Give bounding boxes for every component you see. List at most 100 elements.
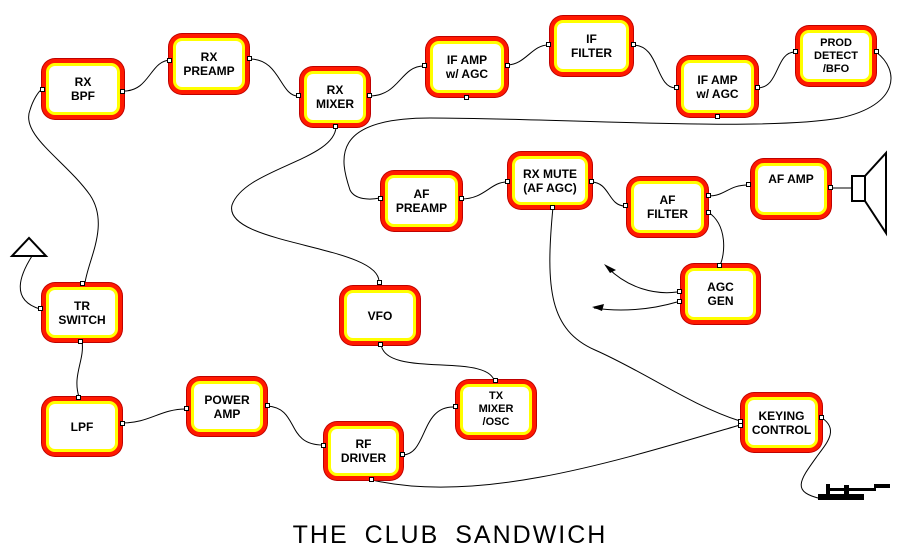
vfo-block: VFO — [344, 290, 416, 341]
rx-mute-line-2: (AF AGC) — [523, 180, 577, 195]
tx-mixer-line-2: MIXER — [478, 403, 514, 415]
port-rx-mixer-out — [367, 93, 372, 98]
port-vfo-bottom — [378, 342, 383, 347]
tx-mixer-line-1: TX — [488, 390, 504, 402]
port-af-amp-out — [828, 185, 833, 190]
port-if-amp-2-in — [674, 85, 679, 90]
port-agc-gen-out-2 — [677, 299, 682, 304]
port-rx-mixer-lo — [333, 124, 338, 129]
tr-switch-block: TR SWITCH — [46, 287, 118, 338]
speaker-icon — [851, 150, 887, 237]
if-amp-2-line-1: IF AMP — [697, 72, 738, 87]
diagram-title: THE CLUB SANDWICH — [292, 521, 608, 549]
port-tr-switch-top — [80, 281, 85, 286]
port-prod-detect-out — [874, 49, 879, 54]
wire-tr-to-lpf — [76, 340, 83, 398]
wire-antenna-to-tr — [19, 255, 41, 310]
af-filter-line-1: AF — [659, 193, 676, 207]
port-if-amp-2-agc — [715, 114, 720, 119]
if-filter-block: IF FILTER — [554, 20, 629, 72]
port-tr-switch-bottom — [78, 339, 83, 344]
rx-mute-line-1: RX MUTE — [523, 166, 577, 181]
port-if-filter-in — [546, 42, 551, 47]
port-rx-bpf-out — [120, 89, 125, 94]
port-rf-driver-out — [400, 452, 405, 457]
wire-afpreamp-to-rxmute — [460, 181, 508, 200]
if-filter-line-2: FILTER — [570, 46, 613, 60]
wire-preamp-to-mixer — [249, 58, 299, 97]
wire-mixer-to-vfo — [231, 124, 380, 283]
if-amp-agc-block-1: IF AMP w/ AGC — [430, 41, 504, 93]
port-rf-driver-key — [369, 477, 374, 482]
lpf-block: LPF — [46, 401, 118, 452]
port-tr-switch-ant — [38, 306, 43, 311]
if-amp-agc-block-2: IF AMP w/ AGC — [681, 60, 754, 113]
wire-tr-to-bpf — [28, 88, 99, 284]
wire-rfdriver-to-txmixer — [401, 406, 456, 456]
rx-preamp-block: RX PREAMP — [173, 38, 245, 90]
prod-detect-line-3: /BFO — [822, 62, 850, 75]
port-af-preamp-out — [459, 196, 464, 201]
rf-driver-block: RF DRIVER — [328, 426, 399, 476]
morse-key-icon — [818, 484, 890, 500]
wire-vfo-to-txmixer — [380, 343, 496, 386]
port-power-amp-in — [184, 406, 189, 411]
keying-control-line-2: CONTROL — [751, 422, 812, 437]
wire-keying-to-key — [800, 417, 831, 500]
lpf-line-1: LPF — [70, 419, 94, 434]
af-amp-block: AF AMP — [755, 163, 827, 215]
rx-bpf-line-1: RX — [74, 75, 92, 89]
port-agc-gen-in — [717, 263, 722, 268]
antenna-icon — [9, 236, 49, 257]
rx-mixer-line-1: RX — [326, 83, 344, 97]
wire-agc-ctrl-2 — [593, 301, 678, 311]
port-af-filter-agc — [706, 210, 711, 215]
wire-agc-ctrl-1 — [607, 267, 678, 294]
port-rx-mute-in — [505, 179, 510, 184]
port-vfo-top — [377, 280, 382, 285]
keying-control-line-1: KEYING — [758, 408, 805, 423]
wire-ifamp1-to-iffilter — [506, 44, 549, 66]
rx-preamp-line-2: PREAMP — [183, 64, 235, 78]
port-rx-preamp-out — [247, 56, 252, 61]
power-amp-line-1: POWER — [204, 392, 250, 407]
rx-mixer-block: RX MIXER — [304, 71, 366, 123]
if-amp-2-line-2: w/ AGC — [696, 86, 739, 101]
port-af-filter-out — [706, 193, 711, 198]
wire-rxmute-to-keying — [549, 206, 741, 422]
port-keying-key — [819, 415, 824, 420]
prod-detect-line-2: DETECT — [814, 49, 858, 62]
rx-bpf-block: RX BPF — [46, 63, 120, 115]
wire-bpf-to-preamp — [123, 59, 172, 92]
port-rx-bpf-in — [40, 87, 45, 92]
wire-mixer-to-ifamp1 — [368, 65, 425, 97]
if-amp-1-line-1: IF AMP — [446, 53, 488, 67]
keying-control-block: KEYING CONTROL — [745, 397, 818, 448]
wire-lpf-to-poweramp — [121, 408, 187, 424]
wire-prod-to-afpreamp — [343, 51, 892, 200]
port-rx-mute-out — [589, 179, 594, 184]
tr-switch-line-2: SWITCH — [58, 312, 106, 327]
port-if-amp-1-agc — [464, 95, 469, 100]
port-af-amp-in — [746, 182, 751, 187]
tr-switch-line-1: TR — [74, 298, 90, 313]
af-preamp-line-1: AF — [413, 187, 430, 201]
arrowhead-agc-2 — [592, 304, 604, 311]
rf-driver-line-1: RF — [355, 437, 372, 451]
if-amp-1-line-2: w/ AGC — [445, 67, 489, 81]
tx-mixer-line-3: /OSC — [482, 416, 510, 428]
port-power-amp-out — [265, 403, 270, 408]
arrowhead-agc-1 — [604, 264, 616, 273]
wire-affilter-to-agcgen — [707, 211, 725, 266]
prod-detect-bfo-block: PROD DETECT /BFO — [800, 30, 872, 82]
wire-ifamp2-to-prod — [756, 51, 796, 89]
port-tx-mixer-in — [453, 404, 458, 409]
port-rf-driver-in — [321, 443, 326, 448]
port-prod-detect-in — [793, 49, 798, 54]
power-amp-line-2: AMP — [213, 406, 241, 421]
wire-iffilter-to-ifamp2 — [632, 44, 677, 89]
af-preamp-line-2: PREAMP — [395, 201, 448, 215]
port-af-filter-in — [623, 203, 628, 208]
port-if-amp-2-out — [755, 85, 760, 90]
